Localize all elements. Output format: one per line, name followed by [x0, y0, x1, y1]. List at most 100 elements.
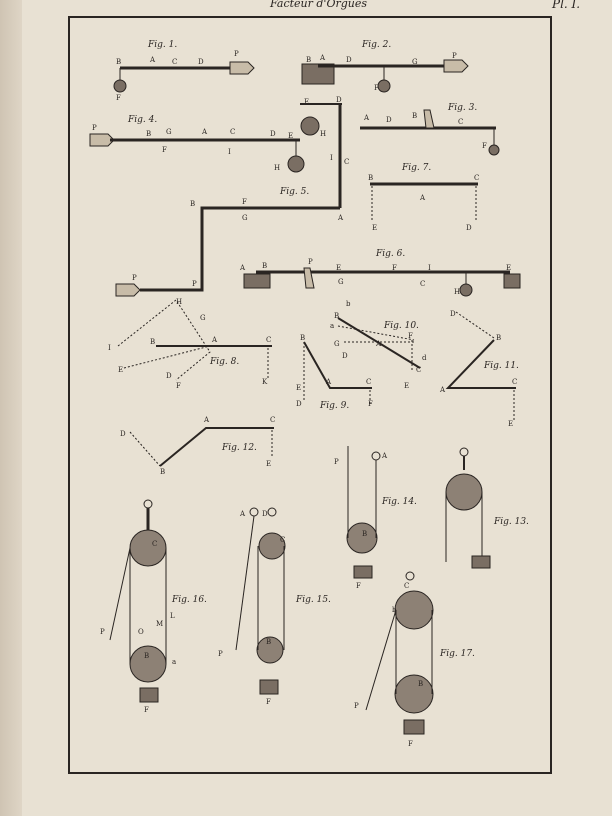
label-c: C	[404, 582, 409, 590]
label-c: C	[280, 536, 285, 544]
dotted-line	[117, 299, 211, 381]
label-a: A	[375, 340, 382, 348]
label-p: P	[132, 274, 137, 282]
figure-13: Fig. 13.	[445, 447, 529, 569]
label-f: F	[162, 146, 167, 154]
figure-label: Fig. 8.	[209, 357, 239, 367]
label-g: G	[200, 314, 206, 322]
hand-icon	[229, 61, 255, 75]
hook-ring	[405, 571, 415, 581]
label-b-lower: b	[392, 606, 397, 614]
label-a: A	[319, 54, 326, 62]
figure-3: Fig. 3. A D B C F	[360, 103, 500, 156]
figure-label: Fig. 10.	[383, 321, 419, 331]
label-d-lower: d	[422, 354, 427, 362]
pulley-wheel	[394, 674, 434, 714]
label-c: C	[512, 378, 517, 386]
dotted-line	[455, 311, 495, 339]
label-l: L	[170, 612, 175, 620]
label-b: B	[306, 56, 311, 64]
weight-block	[471, 555, 491, 569]
hand-icon	[89, 133, 115, 147]
figure-15: Fig. 15. A D C P B F	[218, 507, 331, 706]
label-d: D	[450, 310, 456, 318]
figure-label: Fig. 9.	[319, 401, 349, 411]
page-title: Facteur d'Orgues	[270, 0, 367, 10]
lever-bar	[445, 339, 516, 389]
label-a-lower: a	[172, 658, 176, 666]
label-f: F	[116, 94, 121, 102]
label-k: K	[262, 378, 268, 386]
lever-bar	[159, 427, 274, 467]
label-d: D	[262, 510, 268, 518]
label-a: A	[149, 56, 156, 64]
label-b: B	[368, 174, 373, 182]
label-a: A	[201, 128, 208, 136]
label-b: B	[300, 334, 305, 342]
hook-ring	[371, 451, 381, 461]
label-a: A	[203, 416, 210, 424]
label-g: G	[334, 340, 340, 348]
wall-block	[301, 63, 335, 85]
pulley-wheel	[256, 636, 284, 664]
figure-label: Fig. 3.	[447, 103, 477, 113]
rope	[365, 609, 397, 711]
label-b: B	[116, 58, 121, 66]
label-f: F	[266, 698, 271, 706]
label-f: F	[242, 198, 247, 206]
label-b: B	[146, 130, 151, 138]
weight-ball	[459, 283, 473, 297]
figure-7: Fig. 7. B C A E D	[368, 163, 479, 232]
figure-label: Fig. 12.	[221, 443, 257, 453]
weight-block	[139, 687, 159, 703]
rope	[109, 547, 131, 641]
label-b: B	[144, 652, 149, 660]
label-h: H	[274, 164, 280, 172]
dotted-line	[123, 345, 211, 369]
label-b: B	[262, 262, 267, 270]
label-p: P	[192, 280, 197, 288]
label-c: C	[230, 128, 235, 136]
figure-label: Fig. 7.	[401, 163, 431, 173]
label-e: E	[508, 420, 513, 428]
label-a: A	[239, 264, 246, 272]
figure-9: Fig. 9. B E D A C F	[296, 334, 373, 411]
label-c: C	[152, 540, 157, 548]
weight-ball	[300, 116, 320, 136]
label-d: D	[336, 96, 342, 104]
label-b: B	[190, 200, 195, 208]
label-a: A	[337, 214, 344, 222]
label-g: G	[242, 214, 248, 222]
dotted-line	[129, 431, 161, 467]
label-d: D	[166, 372, 172, 380]
label-c: C	[172, 58, 177, 66]
weight-block	[259, 679, 279, 695]
label-f: F	[374, 84, 379, 92]
label-f: F	[482, 142, 487, 150]
pulley-wheel	[394, 590, 434, 630]
wall-block	[503, 273, 521, 289]
label-c: C	[416, 366, 421, 374]
label-b: B	[334, 312, 339, 320]
label-a: A	[239, 510, 246, 518]
label-h: H	[320, 130, 326, 138]
figure-label: Fig. 5.	[279, 187, 309, 197]
label-e: E	[118, 366, 123, 374]
label-d: D	[296, 400, 302, 408]
label-c: C	[344, 158, 349, 166]
label-c: C	[270, 416, 275, 424]
figure-5: Fig. 5. P P B F G A	[115, 187, 344, 297]
label-f: F	[356, 582, 361, 590]
label-e: E	[404, 382, 409, 390]
label-d: D	[466, 224, 472, 232]
figure-6: Fig. 6. A B P E G F I C E H	[239, 249, 521, 297]
label-b: B	[362, 530, 367, 538]
label-e: E	[288, 132, 293, 140]
dotted-line	[337, 325, 415, 341]
label-a: A	[419, 194, 426, 202]
label-a-lower: a	[330, 322, 334, 330]
weight-ball	[488, 144, 500, 156]
label-m: M	[156, 620, 163, 628]
label-d: D	[198, 58, 204, 66]
